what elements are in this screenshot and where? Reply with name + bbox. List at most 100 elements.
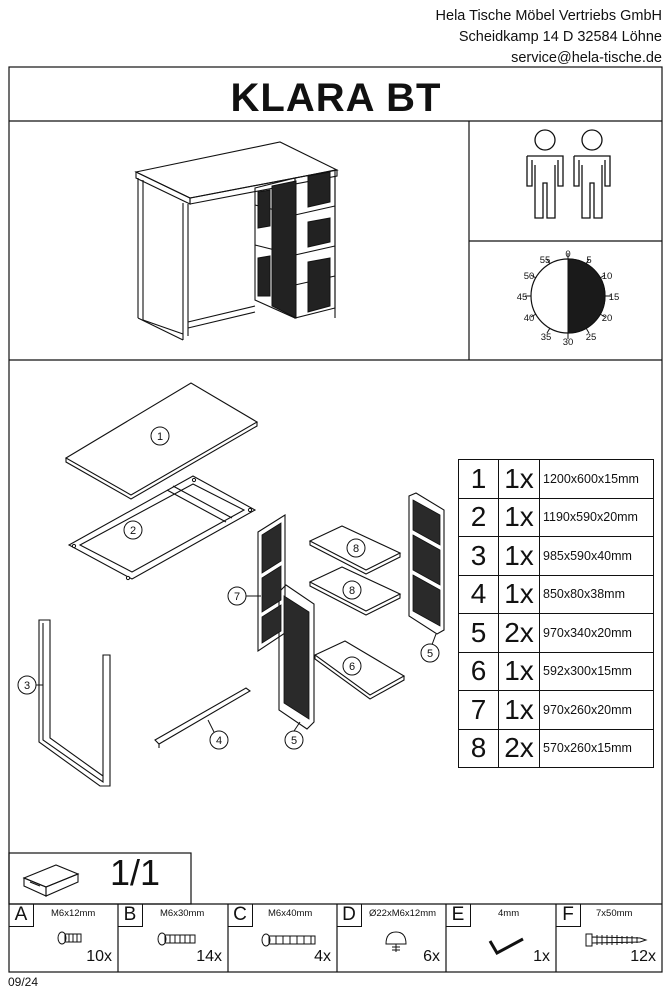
part-quantity: 1x [498,651,540,691]
dial-label-25: 25 [586,332,597,343]
short-bolt-icon [57,931,82,945]
hardware-item: F 7x50mm 12x [556,904,662,972]
part-4-rail [154,687,251,745]
dial-label-20: 20 [602,313,613,324]
company-header: Hela Tische Möbel Vertriebs GmbH Scheidk… [436,6,662,69]
company-address: Scheidkamp 14 D 32584 Löhne [458,29,662,45]
mesh-panels [257,171,331,319]
hardware-letter: E [446,904,471,927]
hardware-item: A M6x12mm 10x [9,904,118,972]
glide-foot-icon [385,931,407,952]
callout-5a: 5 [291,735,297,747]
hardware-letter: B [118,904,143,927]
hardware-size: M6x12mm [51,908,96,919]
part-number: 3 [458,536,499,576]
dial-label-35: 35 [541,332,552,343]
callout-6: 6 [349,661,355,673]
company-name: Hela Tische Möbel Vertriebs GmbH [435,8,662,24]
hardware-count: 14x [196,948,222,965]
date-code: 09/24 [8,975,39,989]
dial-label-5: 5 [586,255,591,266]
part-dimensions: 1200x600x15mm [539,459,654,499]
callout-circles [17,426,440,750]
part-number: 7 [458,690,499,730]
allen-key-icon [488,937,524,956]
hardware-letter: D [337,904,362,927]
hardware-count: 12x [630,948,656,965]
hardware-letter: A [9,904,34,927]
hardware-size: Ø22xM6x12mm [369,908,437,919]
part-number: 5 [458,613,499,653]
hardware-count: 10x [86,948,112,965]
dial-label-50: 50 [524,271,535,282]
hardware-item: B M6x30mm 14x [118,904,228,972]
callout-3: 3 [24,680,30,692]
sheet-border [8,66,663,973]
callout-5b: 5 [427,648,433,660]
dial-label-0: 0 [565,249,570,260]
part-quantity: 1x [498,459,540,499]
part-number: 6 [458,651,499,691]
part-dimensions: 970x260x20mm [539,690,654,730]
part-quantity: 2x [498,728,540,768]
dial-label-55: 55 [540,255,551,266]
hardware-item: D Ø22xM6x12mm 6x [337,904,446,972]
part-quantity: 1x [498,497,540,537]
frame-bolts [71,477,253,581]
part-3-leg-frame [38,619,111,787]
exploded-parts [38,382,445,787]
box-count-frame [8,852,192,905]
hardware-letter: F [556,904,581,927]
long-bolt-icon [261,933,316,947]
callout-7: 7 [234,591,240,603]
medium-bolt-icon [157,932,196,946]
callout-2: 2 [130,525,136,537]
exploded-mesh [261,499,441,720]
callout-4: 4 [216,735,222,747]
part-5-panel-back [408,492,445,635]
hardware-icons [57,931,648,956]
assembled-table-illustration [134,141,339,341]
part-quantity: 2x [498,613,540,653]
part-number: 8 [458,728,499,768]
hardware-size: M6x40mm [268,908,313,919]
callout-1: 1 [157,431,163,443]
part-quantity: 1x [498,690,540,730]
wood-screw-icon [585,933,648,947]
part-5-panel-front [278,584,315,730]
callout-8b: 8 [349,585,355,597]
hardware-item: C M6x40mm 4x [228,904,337,972]
product-title: KLARA BT [230,76,442,120]
hardware-count: 1x [533,948,550,965]
time-dial-icon: 0 5 10 15 20 25 30 35 40 45 50 55 [517,249,620,348]
part-number: 4 [458,574,499,614]
part-dimensions: 592x300x15mm [539,651,654,691]
part-dimensions: 1190x590x20mm [539,497,654,537]
two-persons-icon [526,129,611,219]
part-dimensions: 850x80x38mm [539,574,654,614]
hardware-size: 4mm [498,908,520,919]
hardware-size: M6x30mm [160,908,205,919]
hardware-size: 7x50mm [596,908,633,919]
dial-label-45: 45 [517,292,528,303]
part-dimensions: 985x590x40mm [539,536,654,576]
hardware-count: 6x [423,948,440,965]
callout-8a: 8 [353,543,359,555]
dial-label-40: 40 [524,313,535,324]
hardware-letter: C [228,904,253,927]
part-quantity: 1x [498,574,540,614]
hardware-count: 4x [314,948,331,965]
dial-label-30: 30 [563,337,574,348]
hardware-item: E 4mm 1x [446,904,556,972]
part-dimensions: 970x340x20mm [539,613,654,653]
package-box-icon [22,864,80,897]
